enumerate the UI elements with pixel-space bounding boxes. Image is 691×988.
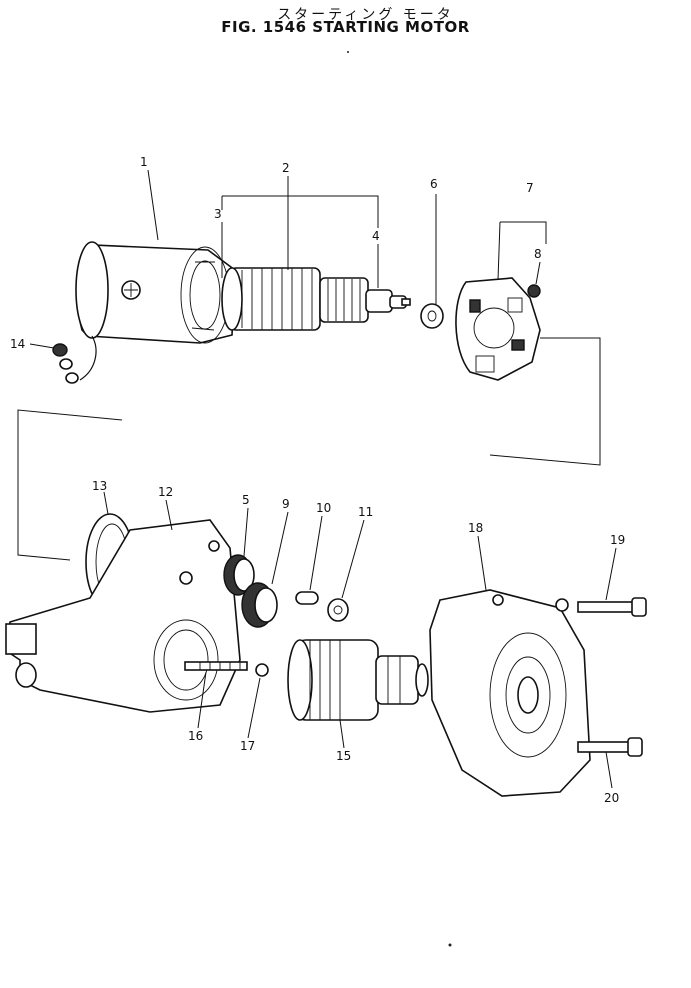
callout-11: 11	[358, 505, 373, 519]
part-10-pin	[295, 591, 319, 605]
part-6-washer	[420, 303, 444, 329]
callout-5: 5	[242, 493, 250, 507]
callout-14: 14	[10, 337, 25, 351]
callout-10: 10	[316, 501, 331, 515]
part-9-pinion-gear	[241, 582, 278, 628]
assembly-connector-right	[489, 337, 601, 466]
callout-15: 15	[336, 749, 351, 763]
callout-7: 7	[526, 181, 534, 195]
callout-numbers: 1 2 3 4 5 6 7 8 9 10 11 12 13 14 15 16 1…	[10, 155, 625, 805]
part-8-screw	[527, 284, 541, 298]
callout-19: 19	[610, 533, 625, 547]
assembly-connector-left	[17, 409, 123, 561]
part-15-clutch	[287, 639, 429, 721]
part-1-yoke-housing	[75, 241, 236, 381]
callout-3: 3	[214, 207, 222, 221]
part-20-through-bolt	[577, 737, 643, 757]
callout-4: 4	[372, 229, 380, 243]
part-18-front-bracket	[429, 589, 591, 797]
part-2-armature	[221, 267, 411, 331]
leader-lines	[29, 169, 617, 789]
callout-13: 13	[92, 479, 107, 493]
figure-title-japanese: スターティング モータ	[277, 7, 454, 23]
callout-2: 2	[282, 161, 290, 175]
callout-18: 18	[468, 521, 483, 535]
callout-1: 1	[140, 155, 148, 169]
callout-6: 6	[430, 177, 438, 191]
callout-20: 20	[604, 791, 619, 805]
callout-8: 8	[534, 247, 542, 261]
part-7-brush-holder	[455, 277, 541, 381]
callout-17: 17	[240, 739, 255, 753]
callout-9: 9	[282, 497, 290, 511]
part-5-idler-gear	[223, 554, 255, 596]
part-12-gear-housing	[5, 519, 241, 713]
part-17-steel-ball	[255, 663, 269, 677]
callout-16: 16	[188, 729, 203, 743]
part-14-nut-washer	[52, 343, 79, 384]
callout-12: 12	[158, 485, 173, 499]
figure-title: FIG. 1546 STARTING MOTOR	[221, 18, 470, 36]
scan-specks	[347, 51, 452, 947]
part-11-collar	[327, 598, 349, 622]
part-16-stud-bolt	[184, 661, 248, 671]
part-19-through-bolt	[555, 597, 647, 617]
